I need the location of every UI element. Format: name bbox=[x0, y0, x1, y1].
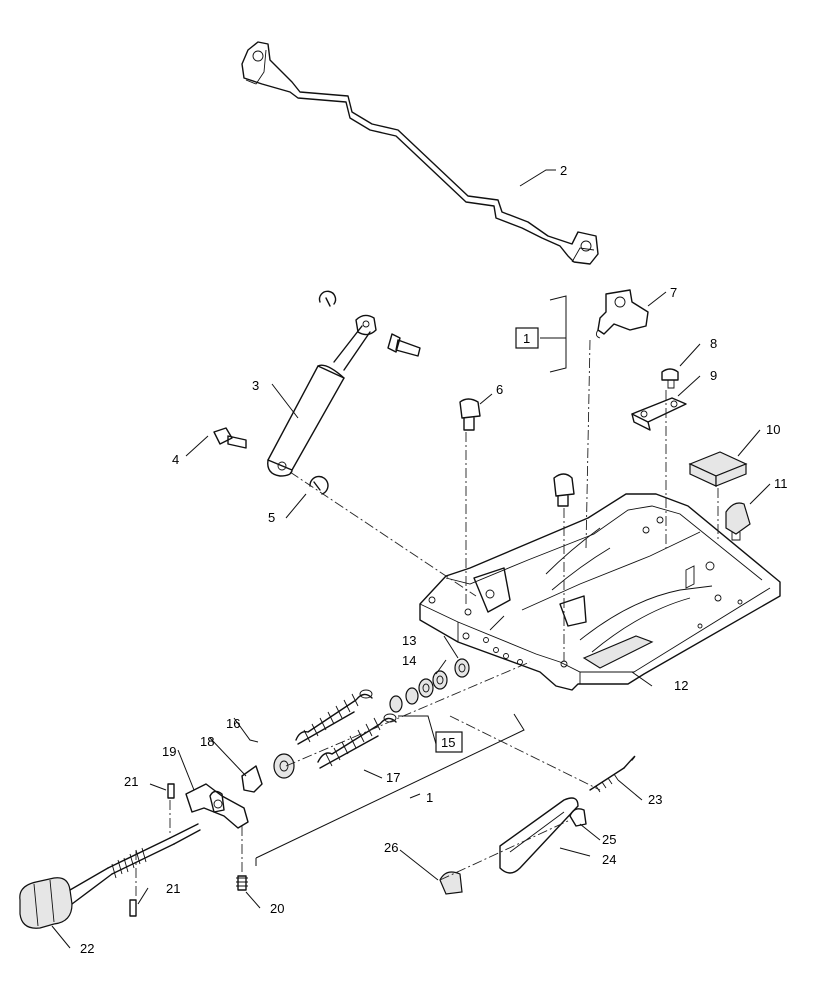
lever-part-24 bbox=[499, 797, 579, 874]
callout-19: 19 bbox=[162, 744, 176, 759]
pad-part-10 bbox=[688, 451, 748, 487]
spring-part-23 bbox=[589, 755, 636, 793]
callout-12: 12 bbox=[674, 678, 688, 693]
group-bracket-1 bbox=[255, 295, 567, 866]
pin-part-21-lower bbox=[129, 899, 137, 917]
assembly-axes bbox=[135, 339, 719, 896]
callout-10: 10 bbox=[766, 422, 780, 437]
callout-4: 4 bbox=[172, 452, 179, 467]
boxed-callout-1-text: 1 bbox=[523, 331, 530, 346]
bolt-upper bbox=[387, 333, 421, 357]
pin-part-7 bbox=[595, 289, 649, 339]
callout-3: 3 bbox=[252, 378, 259, 393]
callout-6: 6 bbox=[496, 382, 503, 397]
bolt-part-4 bbox=[213, 427, 247, 449]
spring-part-17 bbox=[317, 713, 397, 769]
callout-7: 7 bbox=[670, 285, 677, 300]
callout-2: 2 bbox=[560, 163, 567, 178]
leader-lines bbox=[51, 169, 771, 949]
callout-18: 18 bbox=[200, 734, 214, 749]
callout-23: 23 bbox=[648, 792, 662, 807]
callout-21-upper: 21 bbox=[124, 774, 138, 789]
callout-8: 8 bbox=[710, 336, 717, 351]
callout-25: 25 bbox=[602, 832, 616, 847]
screw-part-8 bbox=[661, 368, 679, 389]
boxed-callout-1: 1 bbox=[515, 327, 539, 349]
callout-17: 17 bbox=[386, 770, 400, 785]
spring-upper bbox=[295, 689, 373, 745]
callout-13: 13 bbox=[402, 633, 416, 648]
callout-21-lower: 21 bbox=[166, 881, 180, 896]
washers-13-14-15 bbox=[389, 658, 470, 713]
callout-11: 11 bbox=[774, 476, 788, 491]
callout-1: 1 bbox=[426, 790, 433, 805]
spring-clip-part-25 bbox=[569, 808, 587, 827]
plate-part-9 bbox=[631, 397, 687, 431]
boxed-callout-15: 15 bbox=[435, 731, 463, 753]
pin-part-20 bbox=[236, 875, 248, 891]
base-frame-part-12 bbox=[419, 493, 781, 691]
clip-part-26 bbox=[439, 871, 463, 895]
callout-labels: 2 3 4 5 6 7 8 9 10 11 12 13 14 16 17 18 … bbox=[80, 163, 788, 956]
bumper-part-11 bbox=[725, 502, 751, 541]
callout-26: 26 bbox=[384, 840, 398, 855]
spacer-part-16 bbox=[273, 753, 295, 779]
boxed-callout-15-text: 15 bbox=[441, 735, 455, 750]
plug-part-6 bbox=[459, 398, 481, 431]
bracket-part-19 bbox=[185, 783, 249, 829]
bracket-part-2 bbox=[241, 41, 599, 265]
callout-14: 14 bbox=[402, 653, 416, 668]
callout-16: 16 bbox=[226, 716, 240, 731]
pin-part-21-upper bbox=[167, 783, 175, 799]
handle-part-22 bbox=[19, 823, 201, 929]
gas-strut-part-3 bbox=[267, 314, 377, 477]
callout-9: 9 bbox=[710, 368, 717, 383]
callout-22: 22 bbox=[80, 941, 94, 956]
clip-rings bbox=[309, 290, 337, 495]
callout-24: 24 bbox=[602, 852, 616, 867]
clip-part-18 bbox=[241, 765, 263, 793]
plug-lower bbox=[553, 473, 575, 507]
callout-20: 20 bbox=[270, 901, 284, 916]
callout-5: 5 bbox=[268, 510, 275, 525]
